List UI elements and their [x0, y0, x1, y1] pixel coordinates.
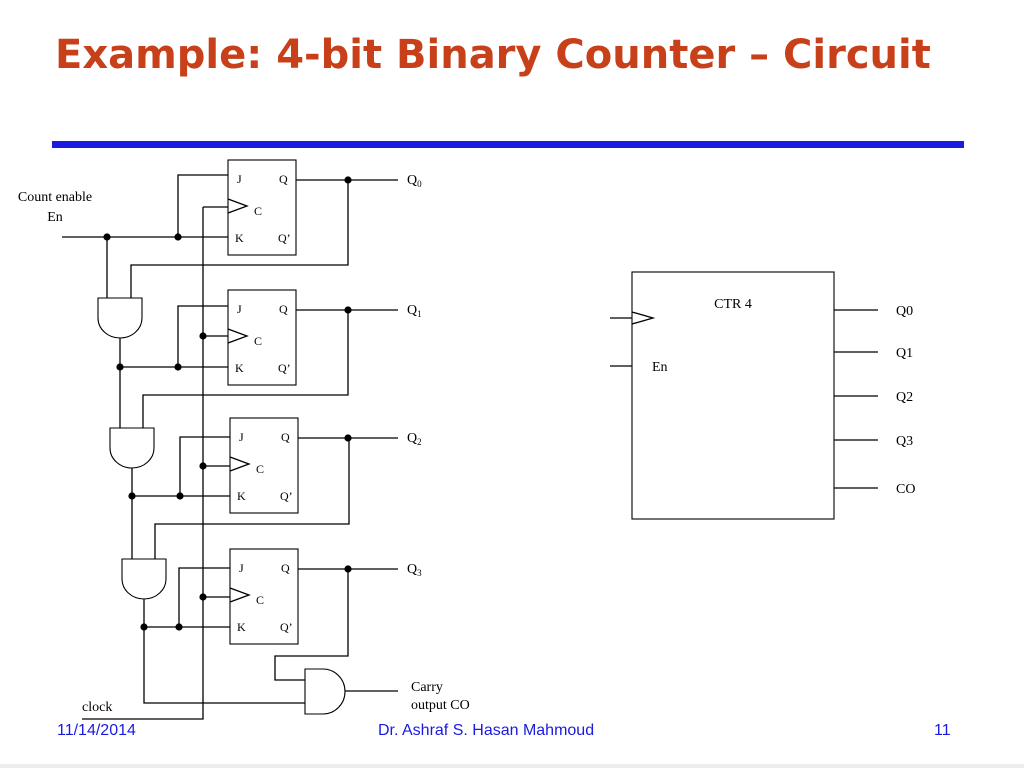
wire: [274, 569, 349, 681]
pin-c-label: C: [254, 334, 262, 348]
pin-qbar-label: Q’: [280, 620, 293, 634]
wire: [130, 180, 349, 298]
ctr4-en-label: En: [652, 360, 668, 375]
pin-qbar-label: Q’: [278, 231, 291, 245]
clock-label: clock: [82, 700, 112, 715]
wire: [154, 438, 350, 559]
pin-q-label: Q: [281, 561, 290, 575]
ctr4-output-q0: Q0: [896, 304, 913, 319]
clock-triangle: [227, 328, 249, 344]
pin-j-label: J: [237, 172, 242, 186]
q-output-subscript: 3: [417, 568, 422, 578]
junction-dot: [199, 593, 207, 601]
pin-c-label: C: [256, 462, 264, 476]
pin-qbar-label: Q’: [278, 361, 291, 375]
slide-title: Example: 4-bit Binary Counter – Circuit: [55, 32, 931, 78]
junction-dot: [199, 462, 207, 470]
jk-flipflop-3: J Q CK Q’: [229, 548, 299, 645]
pin-q-label: Q: [279, 302, 288, 316]
pin-k-label: K: [235, 361, 244, 375]
count-enable-label: Count enable: [18, 190, 92, 205]
and-gate-body: [109, 427, 155, 469]
pin-j-label: J: [237, 302, 242, 316]
and-gate-1: [97, 297, 143, 339]
pin-c-label: C: [256, 593, 264, 607]
pin-k-label: K: [237, 620, 246, 634]
pin-j-label: J: [239, 561, 244, 575]
clock-triangle: [229, 587, 251, 603]
pin-q-label: Q: [279, 172, 288, 186]
pin-k-label: K: [235, 231, 244, 245]
flipflop-body: [227, 159, 297, 256]
ctr4-output-q1: Q1: [896, 346, 913, 361]
q-output-label-0: Q0: [407, 173, 422, 189]
carry-label-line2: output CO: [411, 698, 470, 713]
wire: [143, 627, 305, 704]
wire: [179, 436, 230, 496]
flipflop-body: [229, 417, 299, 514]
and-gate-2: [109, 427, 155, 469]
ctr4-box: [631, 271, 835, 520]
carry-label-line1: Carry: [411, 680, 443, 695]
pin-c-label: C: [254, 204, 262, 218]
junction-dot: [344, 434, 352, 442]
circuit-labels: Count enable En clock Carry output CO: [18, 190, 470, 715]
carry-and-gate: [304, 668, 346, 715]
wire: [177, 174, 228, 237]
footer-rule: [0, 764, 1024, 768]
q-output-subscript: 0: [417, 179, 422, 189]
and-gate-3: [121, 558, 167, 600]
ctr4-clock-triangle: [631, 311, 656, 325]
wire: [177, 305, 228, 367]
pin-qbar-label: Q’: [280, 489, 293, 503]
wire: [82, 207, 204, 720]
pin-k-label: K: [237, 489, 246, 503]
wire: [178, 567, 230, 627]
ctr4-output-co: CO: [896, 482, 915, 497]
pin-j-label: J: [239, 430, 244, 444]
q-output-subscript: 2: [417, 437, 422, 447]
clock-triangle: [229, 456, 251, 472]
jk-flipflop-2: J Q CK Q’: [229, 417, 299, 514]
q-output-label-2: Q2: [407, 431, 422, 447]
ctr4-output-q3: Q3: [896, 434, 913, 449]
footer-date: 11/14/2014: [57, 722, 136, 739]
en-label: En: [47, 210, 63, 225]
flipflop-body: [229, 548, 299, 645]
pin-q-label: Q: [281, 430, 290, 444]
ctr4-output-q2: Q2: [896, 390, 913, 405]
footer-author: Dr. Ashraf S. Hasan Mahmoud: [378, 722, 595, 739]
flipflop-body: [227, 289, 297, 386]
and-gate-body: [121, 558, 167, 600]
q-output-label-3: Q3: [407, 562, 422, 578]
and-gate-body: [304, 668, 346, 715]
wire: [142, 310, 349, 428]
q-output-subscript: 1: [417, 309, 422, 319]
ctr4-name: CTR 4: [714, 297, 752, 312]
junction-dot: [199, 332, 207, 340]
clock-triangle: [227, 198, 249, 214]
q-output-label-1: Q1: [407, 303, 422, 319]
and-gate-body: [97, 297, 143, 339]
jk-flipflop-1: J Q CK Q’: [227, 289, 297, 386]
footer-page-number: 11: [934, 722, 951, 739]
title-underline: [52, 141, 964, 148]
jk-flipflop-0: J Q CK Q’: [227, 159, 297, 256]
